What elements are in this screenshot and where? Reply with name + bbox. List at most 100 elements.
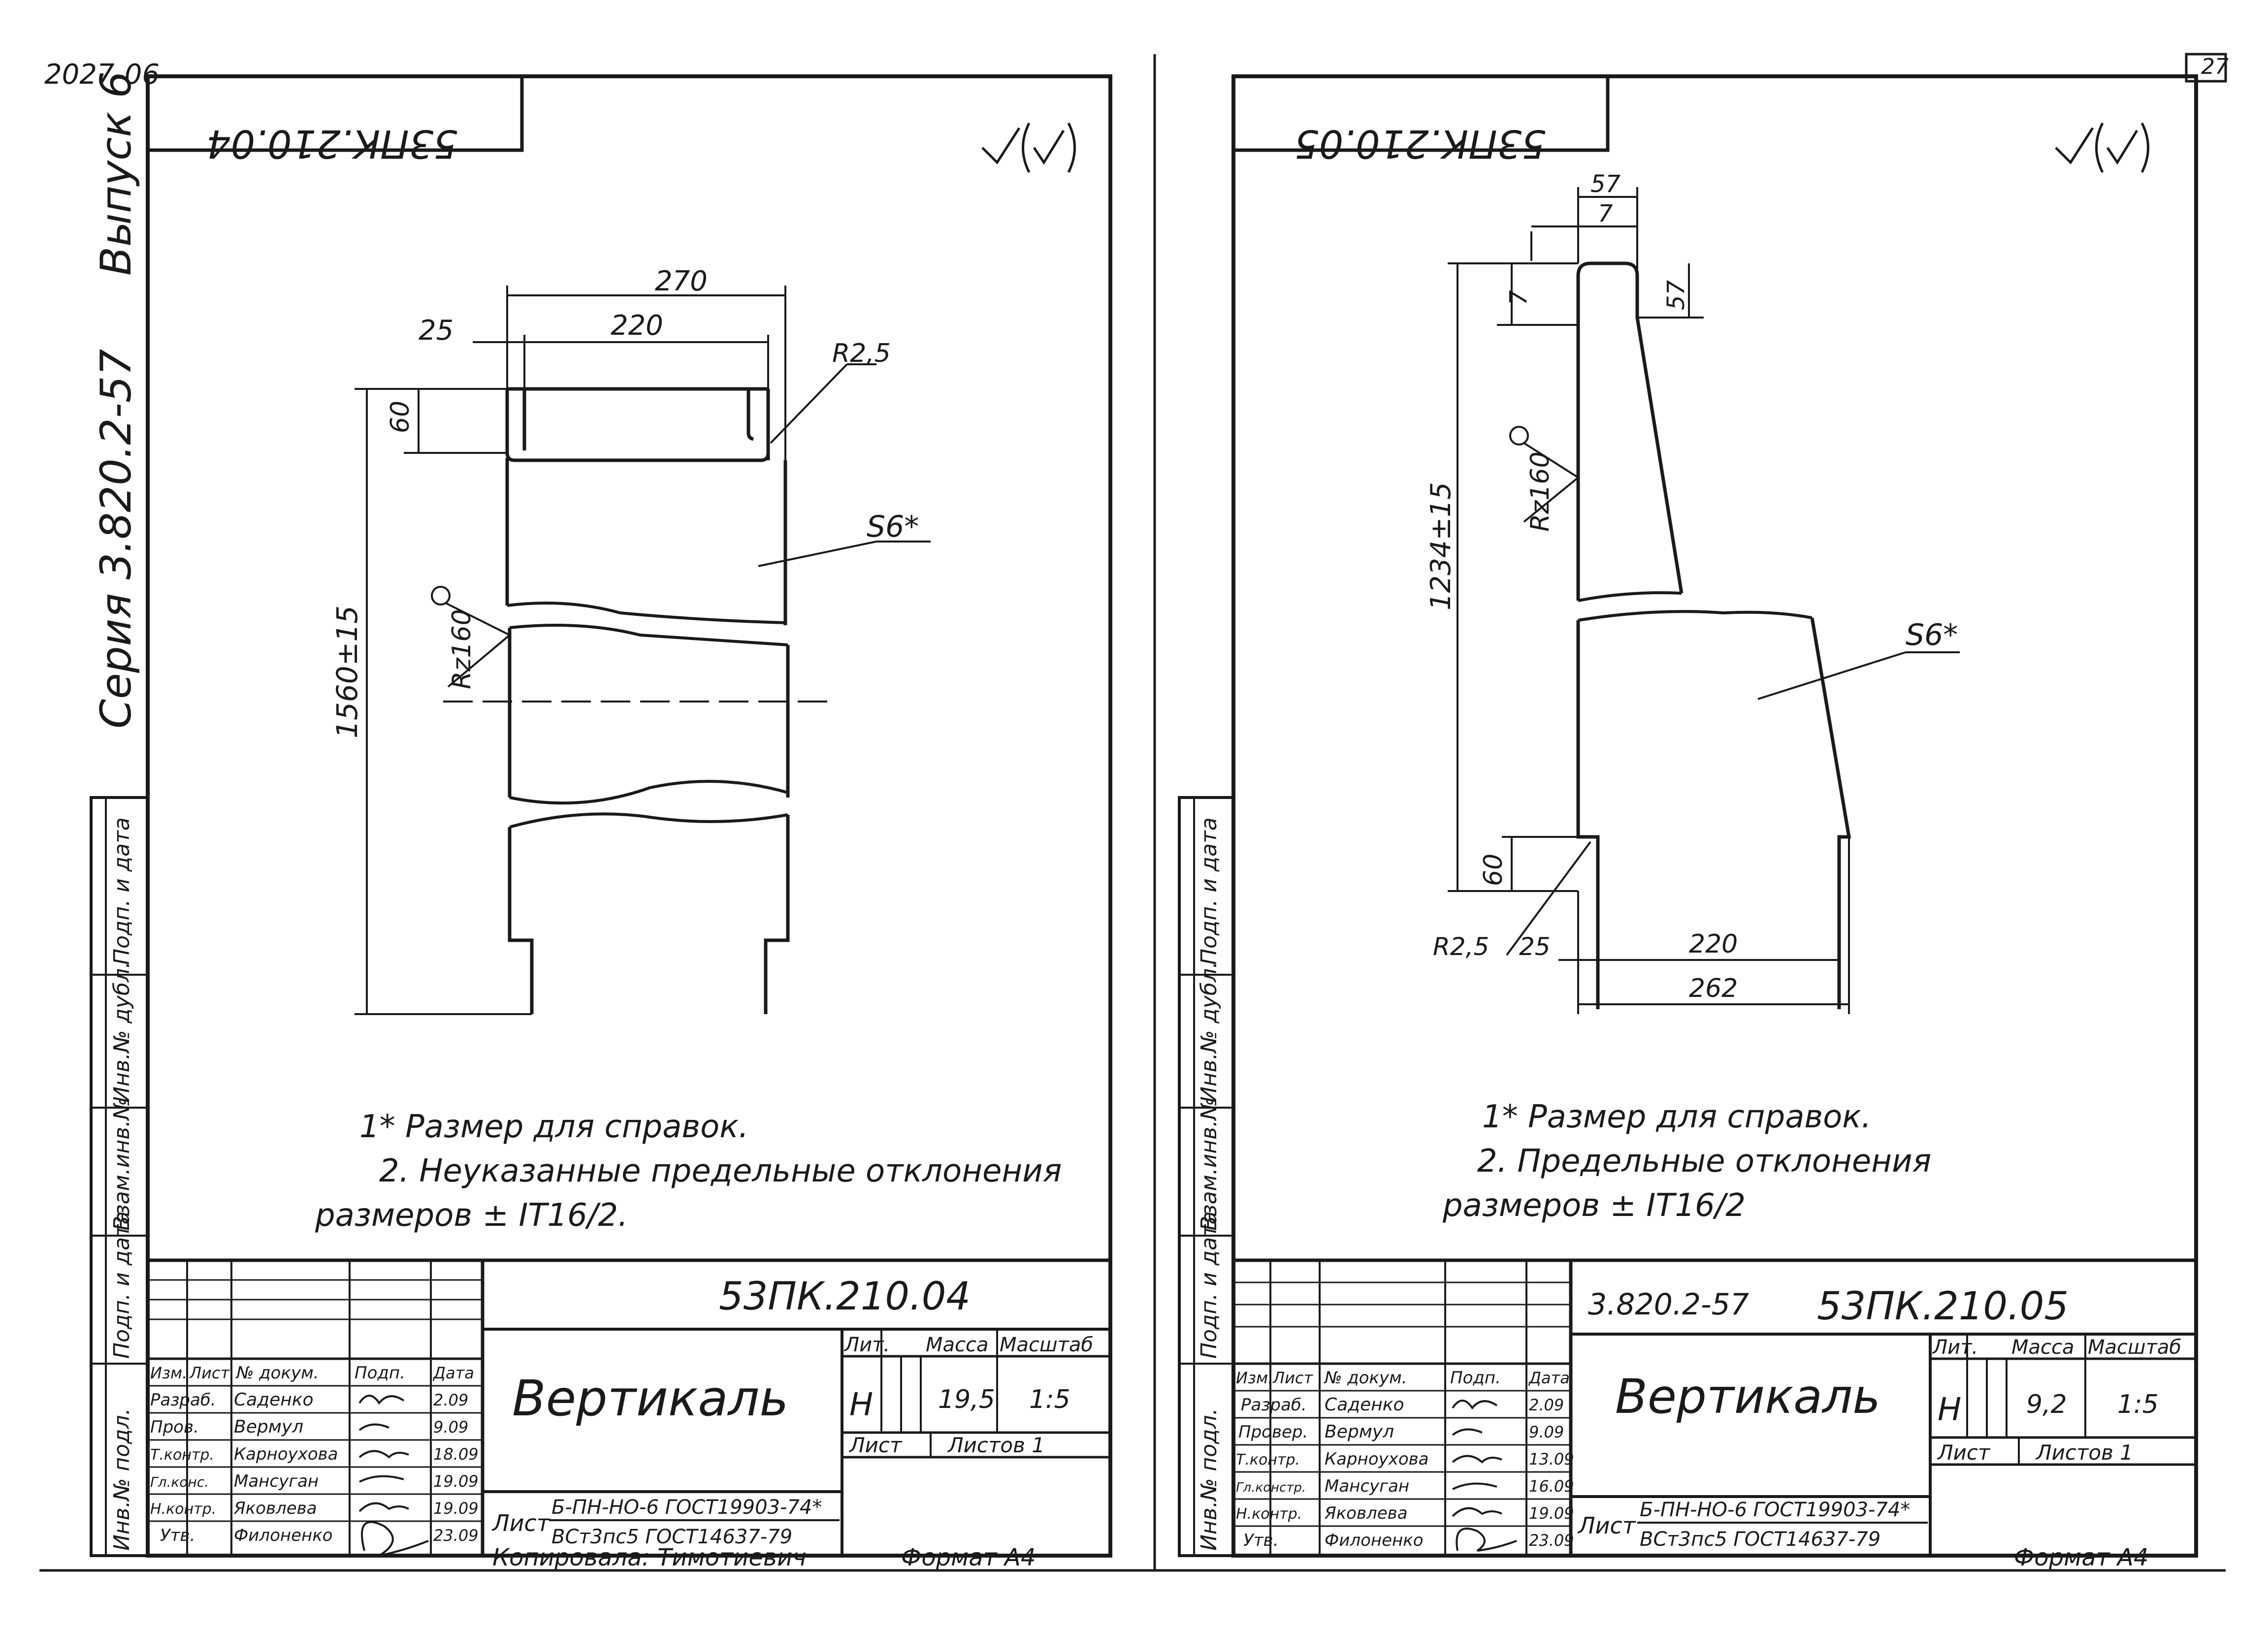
left-row-3-role: Т.контр. bbox=[150, 1446, 214, 1464]
right-row-4-date: 16.09 bbox=[1529, 1477, 1574, 1496]
left-dimensions: 270 220 25 60 1560±15 R2,5 S6* Rz160 bbox=[330, 265, 931, 1015]
left-col-date: Дата bbox=[432, 1364, 474, 1382]
series-label: Серия 3.820.2-57 bbox=[92, 349, 141, 729]
left-row-2-role: Пров. bbox=[150, 1417, 199, 1437]
left-tb-lit: Н bbox=[849, 1387, 873, 1423]
right-dim-262: 262 bbox=[1689, 974, 1738, 1003]
right-row-6-name: Филоненко bbox=[1325, 1531, 1424, 1550]
left-tb-mass-header: Масса bbox=[926, 1334, 989, 1356]
right-tb-lit: Н bbox=[1938, 1392, 1961, 1428]
right-top-stamp-code: 53ПК.210.05 bbox=[1295, 121, 1546, 165]
r-margin-label-2: Подп. и дата bbox=[1197, 1211, 1222, 1359]
left-row-6-role: Утв. bbox=[160, 1526, 195, 1545]
right-row-2-role: Провер. bbox=[1238, 1422, 1308, 1442]
left-note-1: 1* Размер для справок. bbox=[359, 1109, 748, 1145]
left-row-3-name: Карноухова bbox=[234, 1444, 338, 1464]
sheet-code-top-left: 2027-06 bbox=[44, 59, 160, 91]
right-dim-thickness: S6* bbox=[1906, 618, 1958, 652]
left-tb-scale-header: Масштаб bbox=[1000, 1334, 1093, 1356]
left-tb-code: 53ПК.210.04 bbox=[719, 1275, 971, 1319]
left-series-text: Серия 3.820.2-57 Выпуск 6 bbox=[92, 71, 141, 729]
left-dim-220: 220 bbox=[611, 310, 663, 342]
left-part-drawing bbox=[443, 387, 837, 1014]
right-row-6-role: Утв. bbox=[1243, 1531, 1278, 1550]
left-note-3: размеров ± IT16/2. bbox=[315, 1197, 628, 1234]
left-row-3-date: 18.09 bbox=[433, 1445, 479, 1464]
left-title-block: Изм. Лист № докум. Подп. Дата Разраб. Са… bbox=[146, 1258, 1112, 1558]
right-col-izm: Изм. bbox=[1236, 1369, 1273, 1387]
left-top-stamp-box bbox=[146, 74, 524, 152]
r-margin-label-4: Инв.№ дубл. bbox=[1197, 961, 1222, 1103]
left-note-2: 2. Неуказанные предельные отклонения bbox=[379, 1153, 1062, 1189]
right-row-5-date: 19.09 bbox=[1529, 1504, 1574, 1523]
right-row-3-role: Т.контр. bbox=[1236, 1451, 1300, 1468]
right-col-date: Дата bbox=[1528, 1369, 1570, 1387]
left-tb-material-prefix: Лист bbox=[491, 1510, 551, 1536]
margin-label-4: Инв.№ дубл. bbox=[109, 961, 134, 1103]
left-tb-scale: 1:5 bbox=[1029, 1385, 1070, 1414]
left-footer-format: Формат А4 bbox=[901, 1544, 1036, 1571]
right-tb-mass: 9,2 bbox=[2026, 1390, 2067, 1419]
left-row-6-name: Филоненко bbox=[234, 1526, 333, 1545]
left-dim-thickness: S6* bbox=[867, 510, 919, 544]
left-row-1-name: Саденко bbox=[234, 1390, 314, 1410]
left-footer-copied: Копировала: Тимотиевич bbox=[492, 1544, 807, 1571]
right-row-1-role: Разраб. bbox=[1241, 1395, 1307, 1415]
left-row-6-date: 23.09 bbox=[433, 1526, 479, 1545]
r-margin-label-5: Подп. и дата bbox=[1197, 817, 1222, 965]
right-row-3-name: Карноухова bbox=[1325, 1449, 1429, 1469]
right-tb-scale: 1:5 bbox=[2117, 1390, 2159, 1419]
right-row-5-name: Яковлева bbox=[1324, 1503, 1408, 1523]
right-row-6-date: 23.09 bbox=[1529, 1531, 1574, 1550]
left-row-2-date: 9.09 bbox=[433, 1418, 468, 1436]
left-tb-sheets: Листов 1 bbox=[947, 1433, 1045, 1457]
left-row-4-date: 19.09 bbox=[433, 1472, 479, 1491]
issue-label: Выпуск 6 bbox=[92, 71, 141, 276]
left-row-5-name: Яковлева bbox=[233, 1499, 317, 1518]
left-top-stamp-code: 53ПК.210.04 bbox=[206, 121, 458, 165]
right-row-2-date: 9.09 bbox=[1529, 1423, 1564, 1441]
right-dim-radius: R2,5 bbox=[1433, 932, 1489, 961]
right-tb-code: 53ПК.210.05 bbox=[1817, 1284, 2069, 1329]
right-col-sign: Подп. bbox=[1450, 1368, 1501, 1388]
left-tb-name: Вертикаль bbox=[512, 1370, 788, 1427]
r-margin-label-1: Инв.№ подл. bbox=[1197, 1408, 1222, 1551]
right-dimensions: 57 7 7 57 1234±15 Rz160 S6* 60 R2,5 25 bbox=[1425, 170, 1960, 1014]
right-tb-mass-header: Масса bbox=[2011, 1336, 2074, 1359]
left-col-izm: Изм. bbox=[150, 1364, 187, 1382]
right-row-4-name: Мансуган bbox=[1325, 1476, 1409, 1496]
right-part-drawing bbox=[1576, 261, 1851, 1009]
right-tb-material-top: Б-ПН-НО-6 ГОСТ19903-74* bbox=[1640, 1499, 1910, 1521]
right-tb-scale-header: Масштаб bbox=[2088, 1336, 2181, 1359]
left-row-2-name: Вермул bbox=[234, 1417, 303, 1437]
right-row-3-date: 13.09 bbox=[1529, 1450, 1574, 1468]
left-tb-mass: 19,5 bbox=[938, 1385, 995, 1414]
margin-label-3: Взам.инв.№ bbox=[109, 1097, 134, 1231]
sheet-number-box bbox=[2185, 53, 2227, 83]
right-tb-material-bottom: ВСт3пс5 ГОСТ14637-79 bbox=[1640, 1528, 1880, 1551]
right-col-list: Лист bbox=[1272, 1369, 1313, 1387]
left-roughness-symbol bbox=[981, 122, 1076, 173]
right-row-2-name: Вермул bbox=[1325, 1422, 1394, 1442]
right-row-5-role: Н.контр. bbox=[1236, 1505, 1302, 1523]
right-row-4-role: Гл.констр. bbox=[1236, 1480, 1306, 1495]
right-top-stamp-box bbox=[1231, 74, 1610, 152]
right-dim-220: 220 bbox=[1689, 929, 1738, 959]
right-dim-7-top: 7 bbox=[1598, 200, 1613, 227]
left-row-1-role: Разраб. bbox=[150, 1390, 216, 1410]
left-dim-25: 25 bbox=[419, 315, 454, 347]
left-col-sign: Подп. bbox=[355, 1363, 405, 1383]
right-note-3: размеров ± IT16/2 bbox=[1442, 1187, 1746, 1224]
right-note-2: 2. Предельные отклонения bbox=[1477, 1143, 1931, 1180]
right-tb-name: Вертикаль bbox=[1615, 1369, 1880, 1424]
right-tb-material-prefix: Лист bbox=[1577, 1512, 1636, 1539]
left-col-list: Лист bbox=[189, 1364, 230, 1382]
margin-label-2: Подп. и дата bbox=[109, 1211, 134, 1359]
left-row-5-date: 19.09 bbox=[433, 1499, 479, 1518]
left-roughness-local: Rz160 bbox=[447, 609, 477, 689]
right-tb-sheet: Лист bbox=[1937, 1440, 1991, 1465]
right-footer-format: Формат А4 bbox=[2014, 1544, 2148, 1571]
right-tb-sheets: Листов 1 bbox=[2035, 1440, 2133, 1465]
sheet-number: 27 bbox=[2201, 54, 2229, 79]
